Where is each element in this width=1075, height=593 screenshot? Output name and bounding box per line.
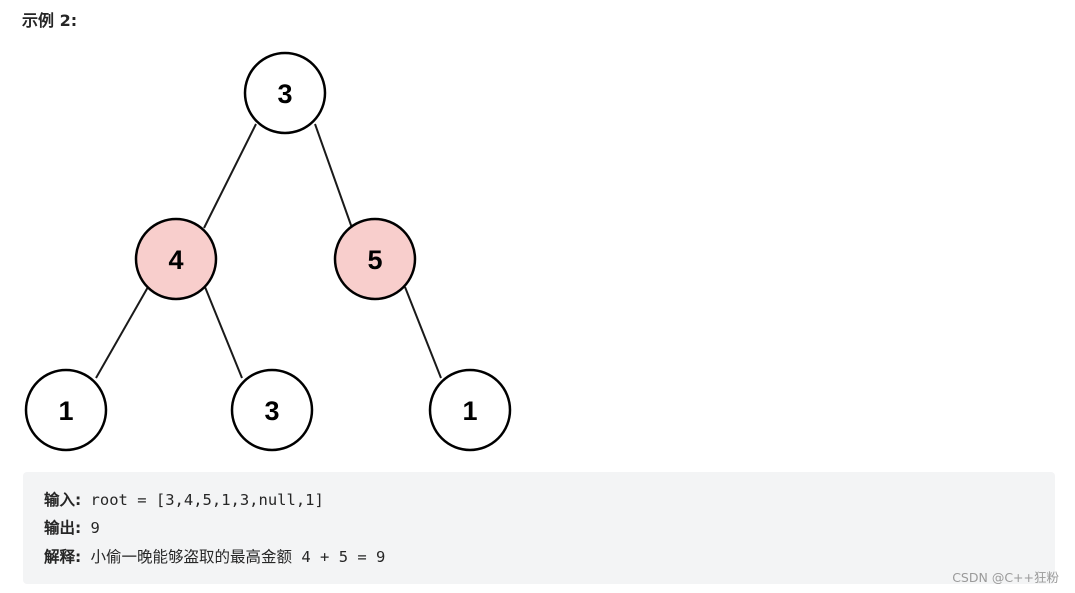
tree-node-label: 4 <box>168 245 183 275</box>
tree-node-label: 1 <box>58 396 73 426</box>
tree-node-label: 5 <box>367 245 382 275</box>
tree-node: 3 <box>243 51 327 135</box>
input-line: 输入: root = [3,4,5,1,3,null,1] <box>44 490 324 510</box>
tree-node-label: 1 <box>462 396 477 426</box>
tree-node: 5 <box>333 217 417 301</box>
output-line: 输出: 9 <box>44 518 100 538</box>
tree-edge <box>203 123 257 229</box>
tree-node: 3 <box>230 368 314 452</box>
output-value: 9 <box>90 519 100 537</box>
tree-node: 4 <box>134 217 218 301</box>
example-code-block: 输入: root = [3,4,5,1,3,null,1] 输出: 9 解释: … <box>23 472 1055 584</box>
tree-edge <box>204 286 243 379</box>
watermark: CSDN @C++狂粉 <box>952 570 1059 585</box>
tree-node: 1 <box>428 368 512 452</box>
input-value: root = [3,4,5,1,3,null,1] <box>90 491 324 509</box>
tree-node-label: 3 <box>277 79 292 109</box>
output-label: 输出: <box>44 519 82 537</box>
tree-edge <box>314 123 353 229</box>
binary-tree-diagram: 3 4 5 1 3 1 <box>24 51 512 452</box>
tree-node-label: 3 <box>264 396 279 426</box>
explanation-line: 解释: 小偷一晚能够盗取的最高金额 4 + 5 = 9 <box>44 547 385 567</box>
tree-node: 1 <box>24 368 108 452</box>
explanation-value: 小偷一晚能够盗取的最高金额 4 + 5 = 9 <box>90 548 386 566</box>
example-heading: 示例 2: <box>22 11 78 30</box>
explanation-label: 解释: <box>44 548 82 566</box>
tree-edge <box>404 286 442 379</box>
tree-edge <box>95 286 149 379</box>
input-label: 输入: <box>44 491 82 509</box>
